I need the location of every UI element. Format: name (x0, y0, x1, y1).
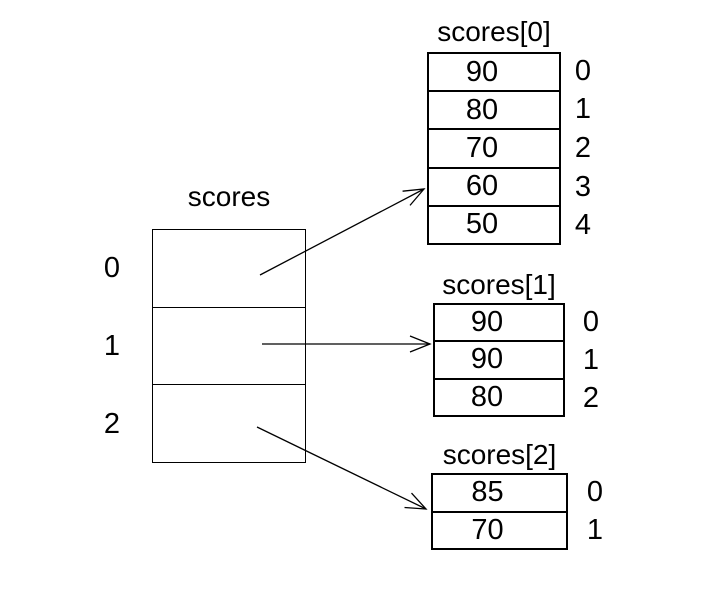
array-index: 1 (582, 343, 600, 376)
main-array-cell (153, 306, 305, 385)
main-array-index: 0 (103, 251, 121, 284)
array-index: 0 (586, 475, 604, 508)
array-cell: 80 (429, 90, 559, 128)
main-array-index-column: 0 1 2 (92, 229, 132, 463)
sub-array-2-index-column: 0 1 (581, 473, 609, 550)
array-cell: 90 (465, 55, 499, 88)
main-array-cell (153, 230, 305, 307)
sub-array-1-table: 90 90 80 (433, 303, 565, 417)
main-array-index: 1 (103, 329, 121, 362)
array-index: 1 (586, 514, 604, 547)
array-cell: 85 (471, 476, 504, 509)
sub-array-2-table: 85 70 (431, 473, 568, 550)
array-index: 0 (574, 54, 592, 87)
main-array-box (152, 229, 306, 463)
sub-array-1-index-column: 0 1 2 (577, 303, 605, 417)
array-index: 2 (574, 131, 592, 164)
sub-array-2-title: scores[2] (442, 439, 557, 470)
array-cell: 60 (429, 166, 559, 205)
main-array-index: 2 (103, 407, 121, 440)
array-index: 3 (574, 170, 592, 203)
array-index: 2 (582, 381, 600, 414)
sub-array-0-index-column: 0 1 2 3 4 (569, 52, 597, 245)
array-index: 0 (582, 305, 600, 338)
sub-array-1-title: scores[1] (442, 269, 556, 300)
array-cell: 90 (435, 340, 563, 377)
array-cell: 50 (429, 204, 559, 243)
sub-array-0-table: 90 80 70 60 50 (427, 52, 561, 245)
array-index: 4 (574, 209, 592, 242)
array-cell: 70 (429, 128, 559, 166)
array-index: 1 (574, 93, 592, 126)
array-cell: 90 (470, 306, 504, 339)
array-cell: 80 (435, 377, 563, 415)
sub-array-0-title: scores[0] (437, 16, 551, 47)
main-array-cell (153, 384, 305, 462)
main-array-title: scores (187, 181, 271, 212)
array-cell: 70 (433, 510, 566, 549)
